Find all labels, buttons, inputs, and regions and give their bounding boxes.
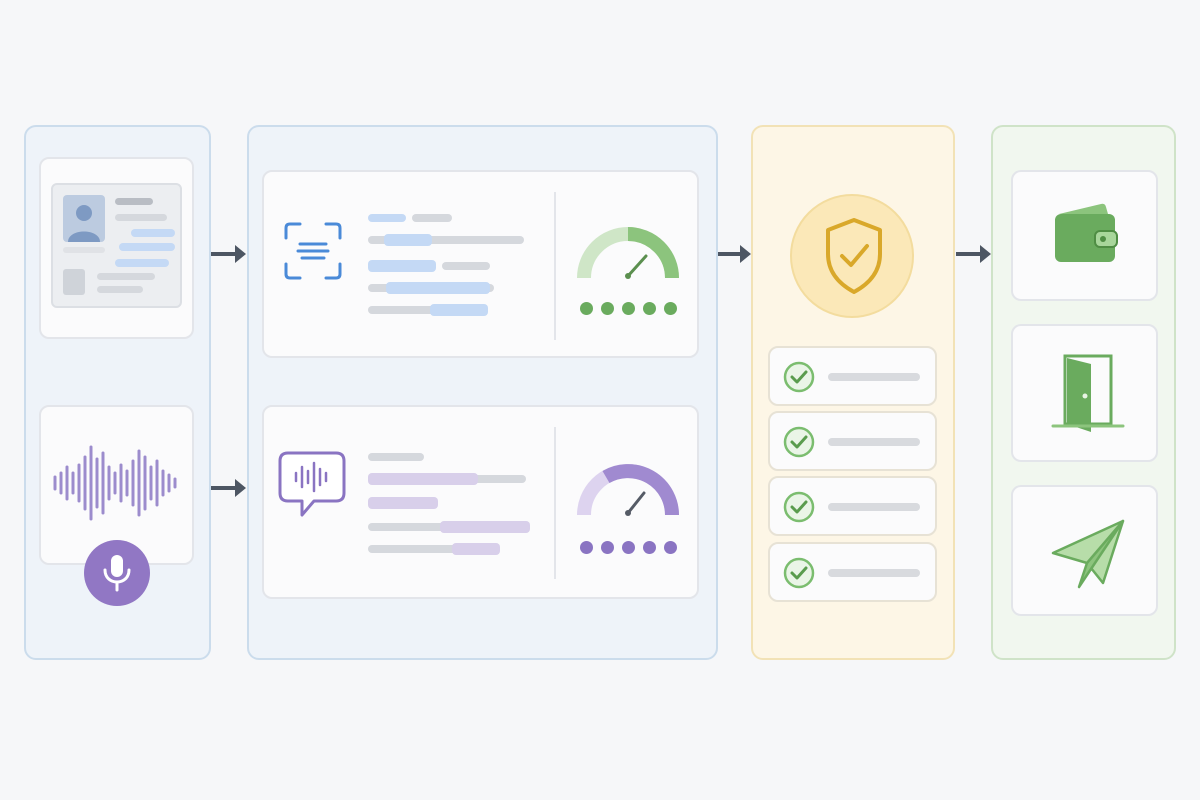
- arrow-right-icon: [211, 245, 246, 263]
- id-line: [131, 229, 175, 237]
- scan-icon: [284, 222, 342, 280]
- score-dot: [622, 302, 635, 315]
- check-label-line: [828, 503, 920, 511]
- ocr-text-line: [368, 306, 488, 314]
- check-circle-icon: [783, 491, 815, 523]
- document-ocr-card: [262, 170, 699, 358]
- paper-plane-icon: [1051, 519, 1125, 589]
- check-label-line: [828, 373, 920, 381]
- arrow-right-icon: [211, 479, 246, 497]
- divider: [554, 192, 556, 340]
- door-icon: [1051, 354, 1125, 432]
- id-line: [97, 286, 143, 293]
- gauge-icon: [577, 464, 679, 516]
- voice-score-dots: [580, 541, 677, 554]
- voice-text-line: [368, 497, 438, 509]
- check-item: [768, 411, 937, 471]
- voice-sample-card: [39, 405, 194, 565]
- score-dot: [601, 541, 614, 554]
- score-dot: [643, 302, 656, 315]
- voice-text-line: [440, 521, 530, 533]
- id-line: [119, 243, 175, 251]
- check-circle-icon: [783, 426, 815, 458]
- voice-text-line: [368, 545, 500, 553]
- microphone-icon: [103, 555, 131, 592]
- id-line: [115, 214, 167, 221]
- speech-bubble-icon: [278, 451, 346, 517]
- id-line: [115, 198, 153, 205]
- wallet-icon: [1055, 203, 1118, 262]
- document-score-dots: [580, 302, 677, 315]
- score-dot: [622, 541, 635, 554]
- gauge-icon: [577, 227, 679, 279]
- wallet-card[interactable]: [1011, 170, 1158, 301]
- voice-text-line: [368, 453, 424, 461]
- arrow-right-icon: [956, 245, 991, 263]
- score-dot: [643, 541, 656, 554]
- voice-text-line: [368, 473, 478, 485]
- score-dot: [580, 541, 593, 554]
- door-access-card[interactable]: [1011, 324, 1158, 462]
- ocr-text-line: [368, 236, 524, 244]
- ocr-text-line: [430, 304, 488, 316]
- arrow-right-icon: [718, 245, 751, 263]
- check-label-line: [828, 569, 920, 577]
- id-line: [97, 273, 155, 280]
- check-item: [768, 476, 937, 536]
- id-document: [51, 183, 182, 308]
- check-label-line: [828, 438, 920, 446]
- send-card[interactable]: [1011, 485, 1158, 616]
- id-line: [63, 247, 105, 253]
- id-document-card: [39, 157, 194, 339]
- shield-check-icon: [826, 218, 882, 294]
- ocr-text-line: [412, 214, 452, 222]
- ocr-text-line: [384, 234, 432, 246]
- check-item: [768, 542, 937, 602]
- check-circle-icon: [783, 557, 815, 589]
- score-dot: [664, 541, 677, 554]
- score-dot: [601, 302, 614, 315]
- id-photo-icon: [63, 195, 105, 242]
- shield-badge: [790, 194, 914, 318]
- waveform-icon: [53, 445, 177, 521]
- ocr-text-line: [386, 282, 490, 294]
- voice-analysis-card: [262, 405, 699, 599]
- ocr-text-line: [368, 214, 406, 222]
- id-thumbnail: [63, 269, 85, 295]
- check-item: [768, 346, 937, 406]
- check-circle-icon: [783, 361, 815, 393]
- score-dot: [580, 302, 593, 315]
- ocr-text-line: [368, 260, 436, 272]
- microphone-button[interactable]: [84, 540, 150, 606]
- voice-text-line: [452, 543, 500, 555]
- ocr-text-line: [442, 262, 490, 270]
- id-line: [115, 259, 169, 267]
- divider: [554, 427, 556, 579]
- score-dot: [664, 302, 677, 315]
